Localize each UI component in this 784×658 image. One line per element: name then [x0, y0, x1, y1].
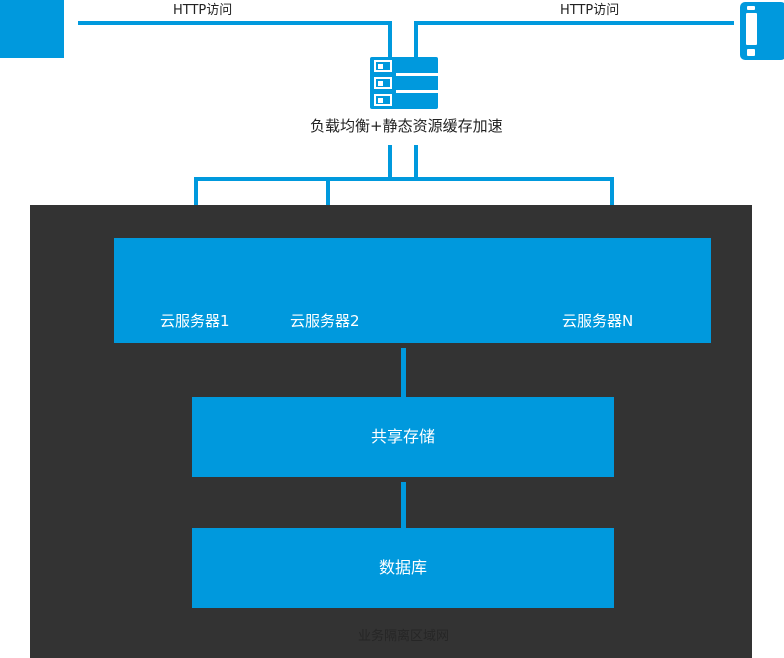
browser-icon [0, 0, 64, 58]
http-access-label-left: HTTP访问 [173, 3, 233, 18]
mobile-phone-icon [740, 2, 784, 60]
load-balancer-server-icon [370, 57, 438, 109]
http-access-label-right: HTTP访问 [560, 3, 620, 18]
rack-divider-2 [396, 90, 438, 93]
shared-storage-label: 共享存储 [370, 427, 435, 446]
shared-storage-box[interactable]: 共享存储 [192, 397, 614, 477]
connector-left-drop [388, 21, 392, 57]
rack-unit-2 [374, 77, 392, 89]
rack-unit-3 [374, 94, 392, 106]
phone-home-button [747, 49, 755, 56]
connector-distribution-bus [194, 177, 614, 181]
phone-screen [746, 13, 757, 45]
connector-servers-to-storage [401, 348, 406, 397]
phone-speaker [747, 6, 755, 10]
cloud-server-node-1-label: 云服务器1 [160, 312, 230, 330]
connector-right-drop [414, 21, 418, 57]
cloud-server-pool-box[interactable] [114, 238, 711, 343]
load-balancer-label: 负载均衡+静态资源缓存加速 [310, 117, 503, 135]
connector-storage-to-database [401, 482, 406, 528]
connector-lb-stem-left [388, 145, 392, 179]
database-box[interactable]: 数据库 [192, 528, 614, 608]
connector-right-horizontal [414, 21, 734, 25]
rack-divider-1 [396, 73, 438, 76]
connector-lb-stem-right [414, 145, 418, 179]
business-isolation-zone-label: 业务隔离区域网 [358, 629, 450, 644]
rack-unit-1 [374, 60, 392, 72]
cloud-server-node-2-label: 云服务器2 [290, 312, 360, 330]
connector-left-horizontal [78, 21, 392, 25]
database-label: 数据库 [378, 558, 427, 577]
cloud-server-node-3-label: 云服务器N [562, 312, 634, 330]
